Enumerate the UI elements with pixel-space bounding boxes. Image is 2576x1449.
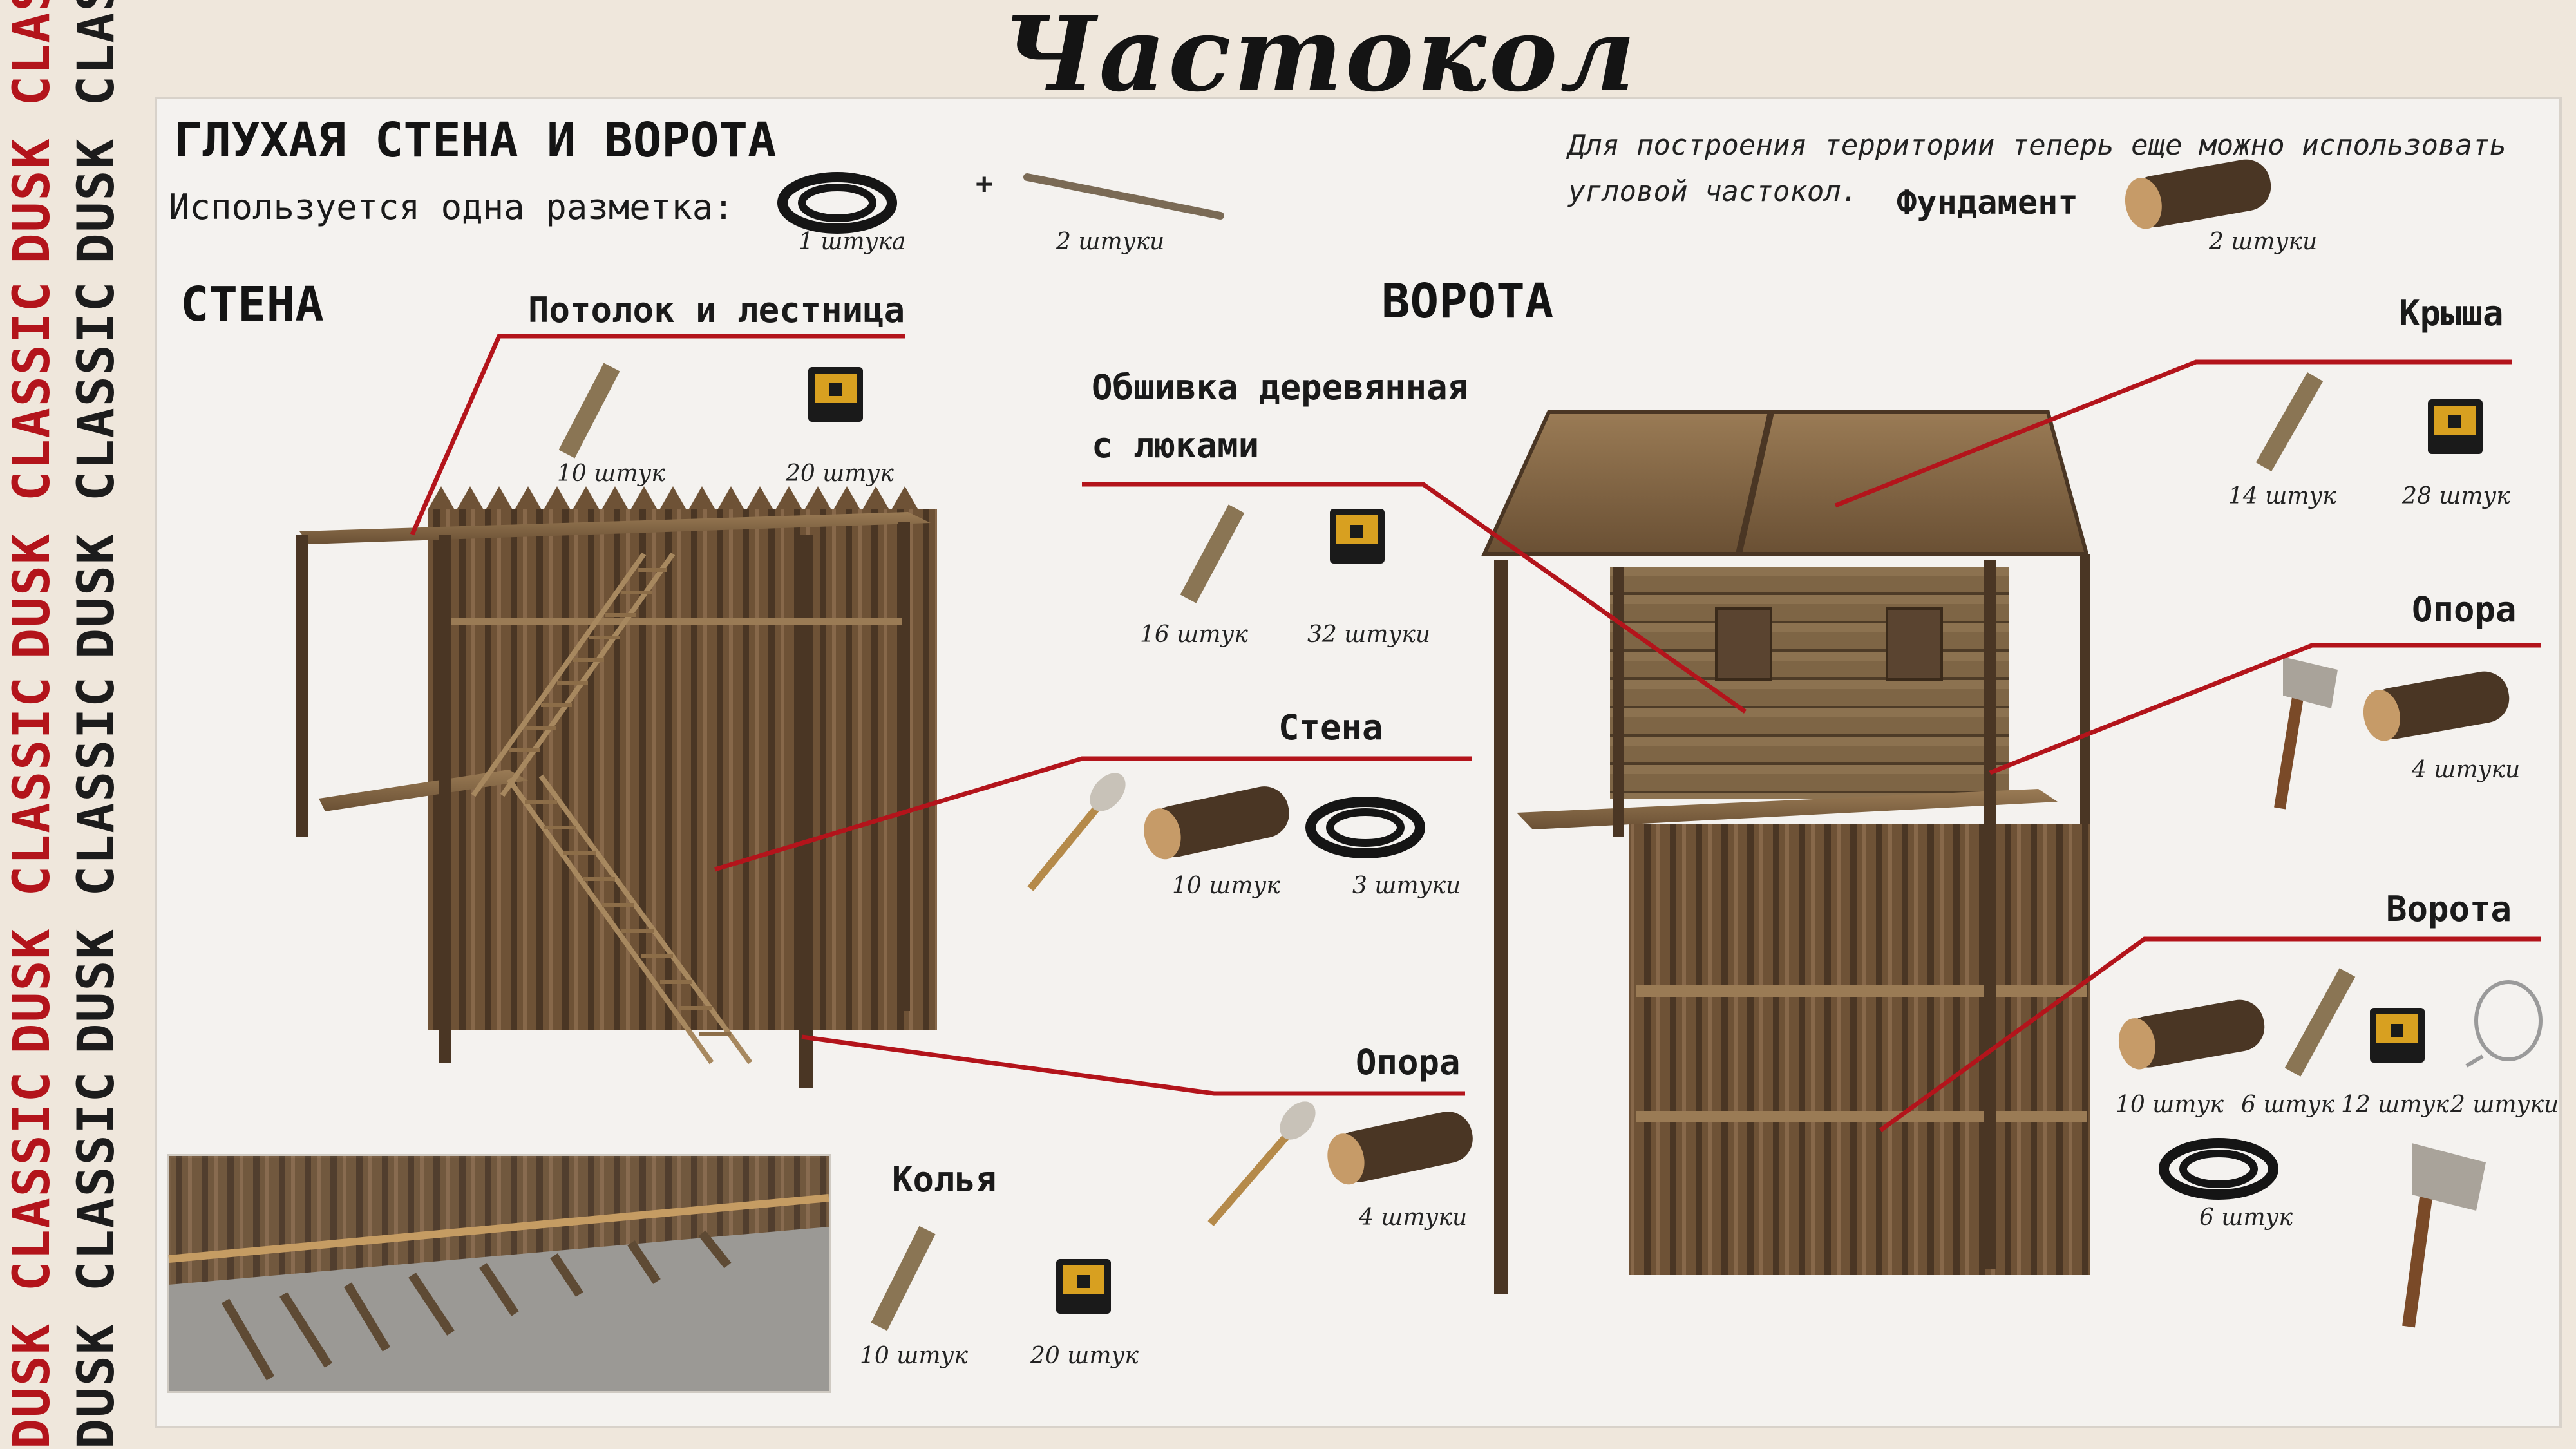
gate-support-label: Опора — [2412, 589, 2517, 630]
board-icon — [558, 363, 620, 459]
rope-icon — [777, 172, 897, 234]
shovel-icon — [1208, 1101, 1316, 1226]
axe-icon — [2274, 657, 2338, 810]
wire-icon — [2465, 980, 2543, 1068]
roof-label: Крыша — [2399, 293, 2504, 334]
board-icon — [871, 1226, 936, 1331]
log-icon — [1327, 1112, 1473, 1185]
cladding-count-1: 16 штук — [1140, 621, 1248, 648]
toolbox-icon — [808, 367, 863, 422]
gate-count-3: 12 штук — [2341, 1092, 2449, 1118]
wall-part-label: Стена — [1278, 707, 1383, 748]
wall-part-count-1: 10 штук — [1172, 873, 1280, 899]
main-heading: ГЛУХАЯ СТЕНА И ВОРОТА — [174, 113, 777, 168]
foundation-count: 2 штуки — [2209, 229, 2318, 255]
toolbox-icon — [2370, 1008, 2425, 1063]
leader-gate-support — [1989, 643, 2541, 775]
leader-wall — [714, 756, 1472, 872]
cladding-count-2: 32 штуки — [1307, 621, 1431, 648]
gate-section-title: ВОРОТА — [1381, 274, 1554, 329]
ceiling-count-2: 20 штук — [786, 460, 894, 487]
toolbox-icon — [1330, 509, 1385, 564]
stakes-label: Колья — [892, 1159, 997, 1200]
board-icon — [1180, 504, 1245, 603]
wall-section-title: СТЕНА — [180, 277, 324, 332]
log-icon — [2125, 159, 2271, 229]
note-line-2: угловой частокол. — [1568, 175, 1859, 208]
page-title: Частокол — [1002, 0, 1638, 115]
ceiling-count-1: 10 штук — [557, 460, 665, 487]
axe-icon — [2402, 1143, 2486, 1328]
markup-rope-count: 1 штука — [799, 229, 906, 255]
gate-illustration — [1481, 410, 2090, 1294]
wall-support-label: Опора — [1356, 1042, 1461, 1083]
stakes-count-1: 10 штук — [860, 1343, 968, 1369]
log-icon — [2118, 999, 2265, 1070]
ceiling-label: Потолок и лестница — [528, 290, 905, 330]
plus-sign: + — [976, 167, 993, 200]
roof-count-1: 14 штук — [2228, 483, 2336, 509]
stick-icon — [1023, 173, 1224, 220]
roof-count-2: 28 штук — [2402, 483, 2510, 509]
markup-text: Используется одна разметка: — [169, 187, 734, 227]
leader-lines — [410, 334, 2541, 1132]
cladding-label-1: Обшивка деревянная — [1092, 367, 1469, 408]
toolbox-icon — [1056, 1259, 1111, 1314]
board-icon — [2255, 372, 2324, 471]
wall-illustration — [296, 486, 937, 1088]
leader-cladding — [1082, 482, 1747, 714]
note-line-1: Для построения территории теперь еще мож… — [1568, 129, 2506, 162]
gate-count-5: 6 штук — [2199, 1204, 2293, 1231]
leader-ceiling — [410, 334, 905, 536]
gate-count-2: 6 штук — [2241, 1092, 2334, 1118]
leader-gate — [1879, 936, 2541, 1132]
markup-stick-count: 2 штуки — [1056, 229, 1165, 255]
leader-wall-support — [801, 1034, 1465, 1096]
gate-count-1: 10 штук — [2116, 1092, 2224, 1118]
log-icon — [2363, 671, 2510, 741]
wall-part-count-2: 3 штуки — [1352, 873, 1461, 899]
foundation-label: Фундамент — [1897, 184, 2078, 222]
cladding-label-2: с люками — [1092, 425, 1260, 466]
rope-icon — [1305, 797, 1425, 858]
gate-count-4: 2 штуки — [2450, 1092, 2559, 1118]
leader-roof — [1834, 359, 2512, 508]
gate-support-count: 4 штуки — [2412, 757, 2521, 783]
gate-part-label: Ворота — [2386, 889, 2512, 929]
stakes-count-2: 20 штук — [1030, 1343, 1139, 1369]
toolbox-icon — [2428, 399, 2483, 454]
log-icon — [1144, 786, 1289, 860]
shovel-icon — [1027, 773, 1126, 891]
wall-support-count: 4 штуки — [1359, 1204, 1468, 1231]
rope-icon — [2159, 1138, 2278, 1200]
stakes-photo — [167, 1154, 831, 1393]
board-icon — [2284, 968, 2356, 1077]
